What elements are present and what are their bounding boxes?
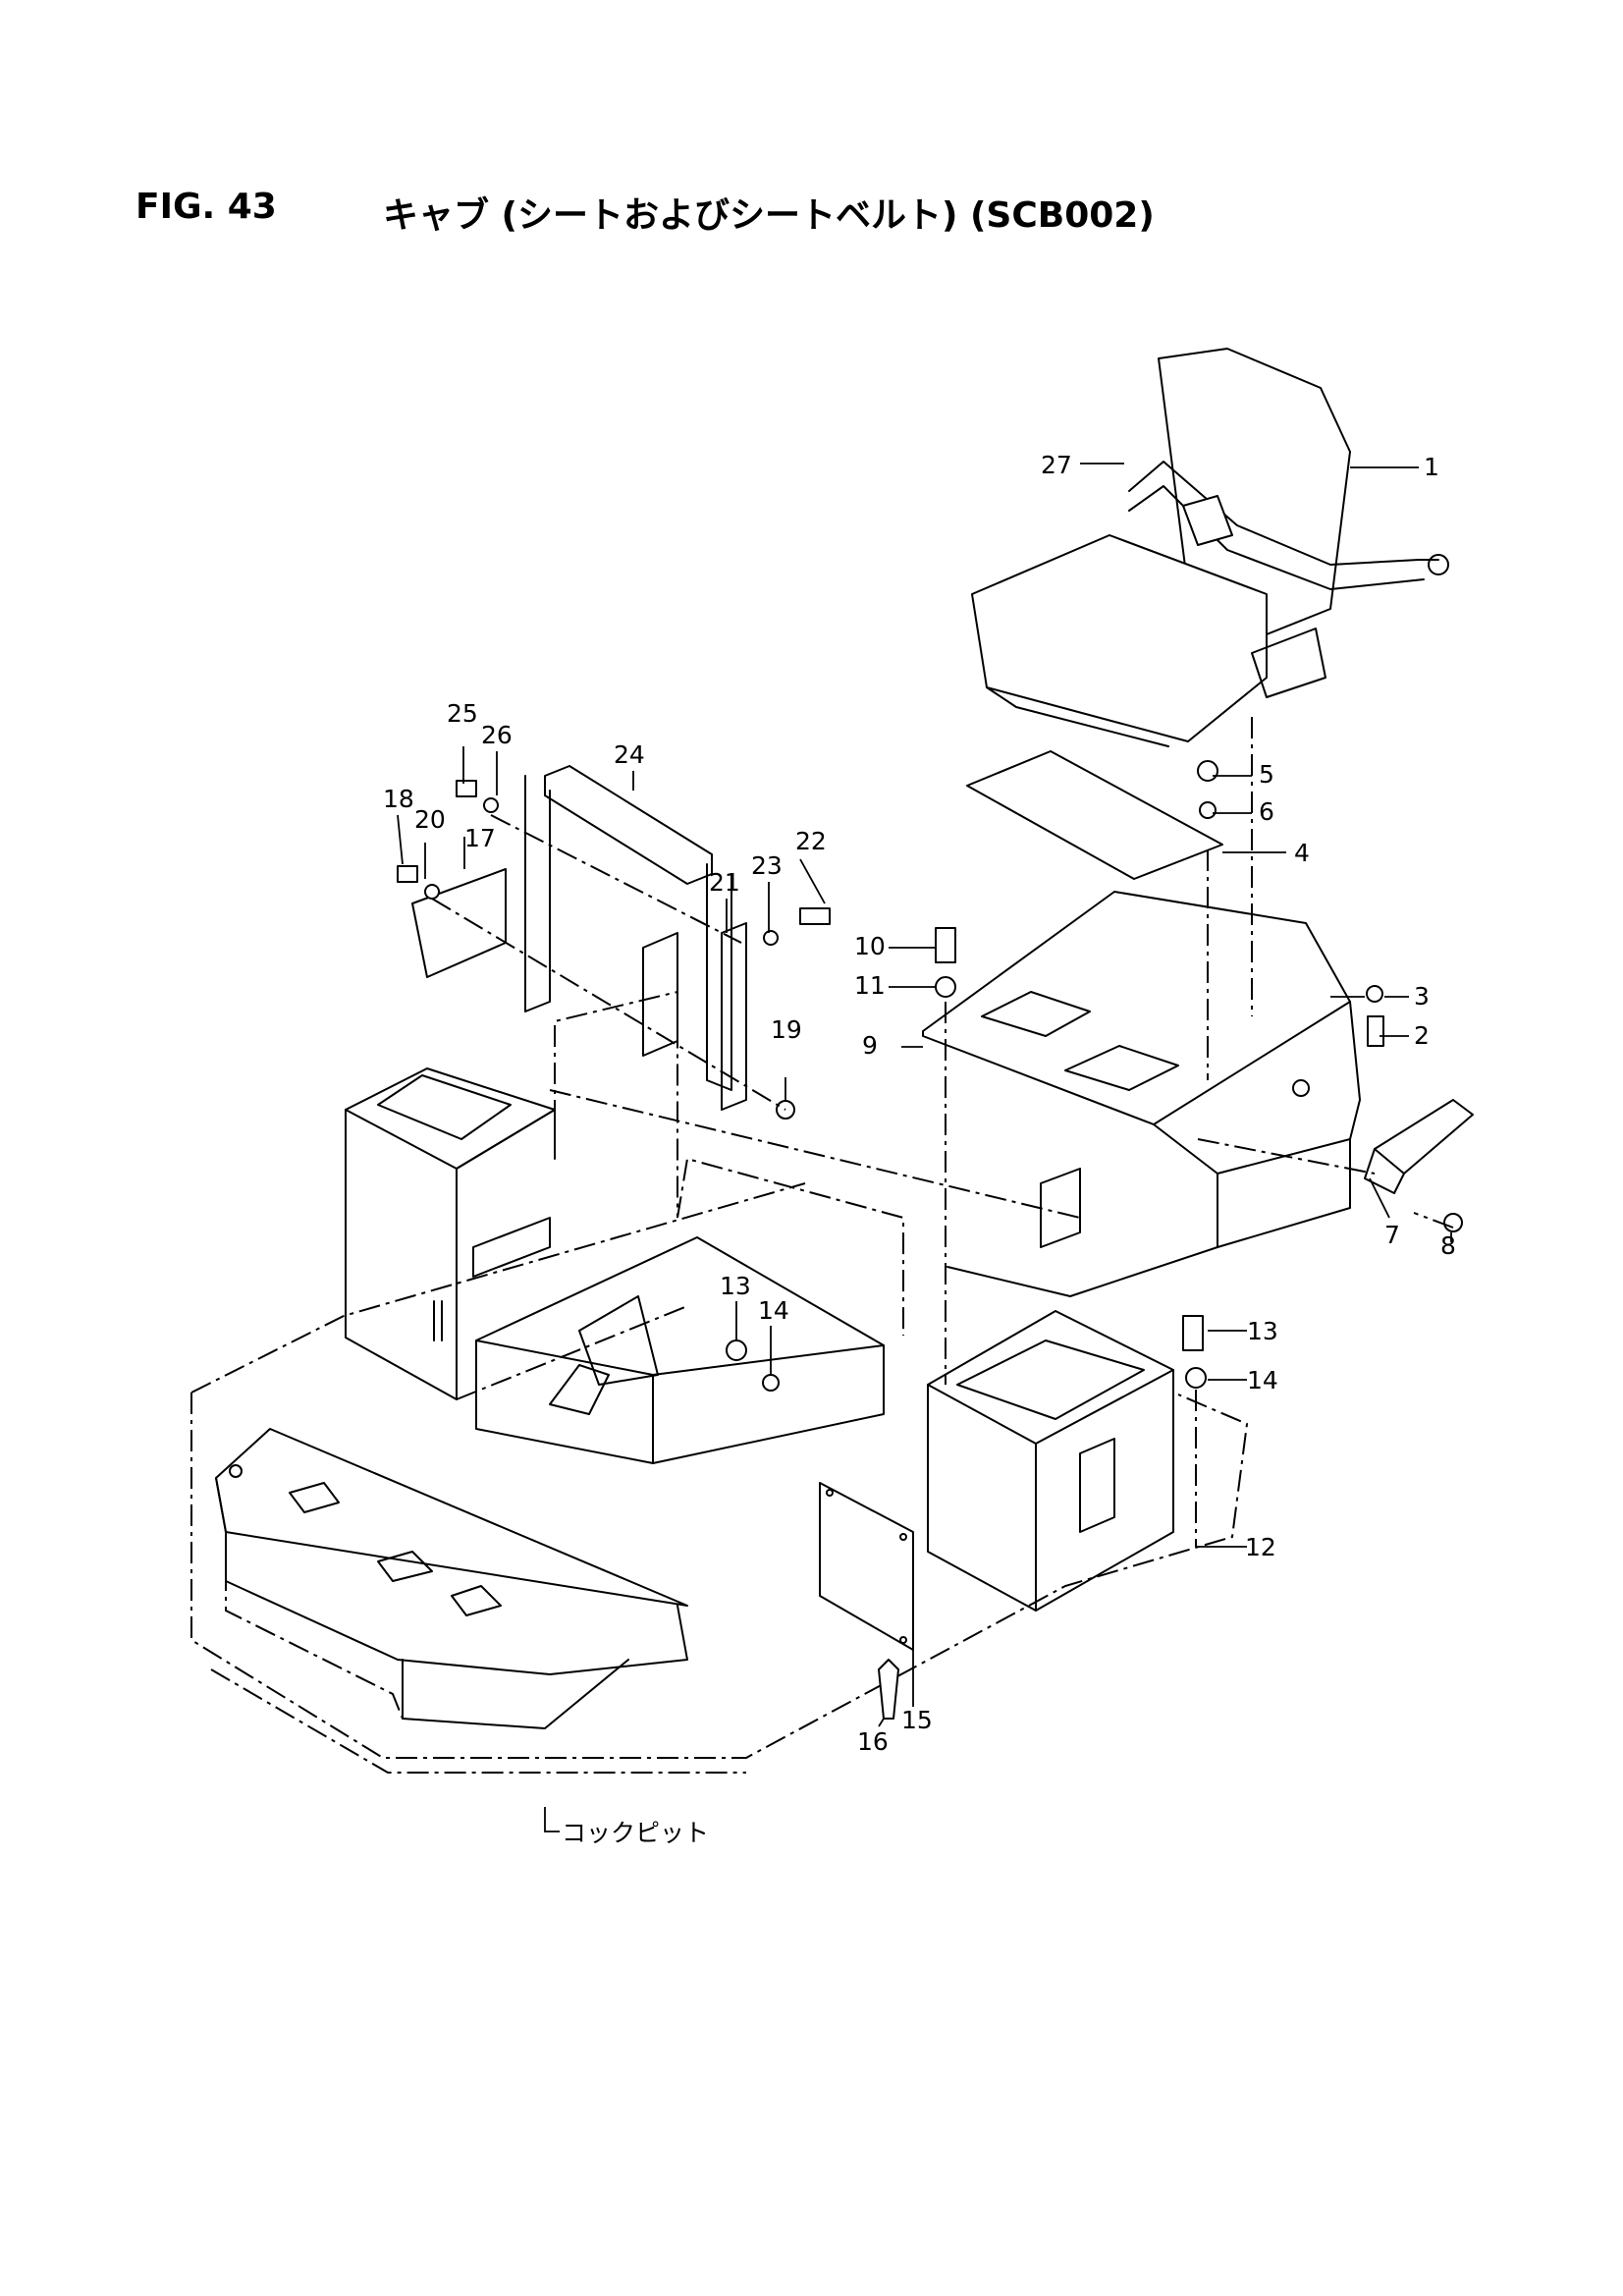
cockpit-front-panel: [215, 1428, 688, 1729]
callout-9: 9: [862, 1031, 878, 1060]
callout-numbers: 1 27 5 6 4 3 2 10 11 9 7 8 13 14 12 13 1…: [383, 451, 1456, 1756]
callout-14-center: 14: [758, 1296, 789, 1325]
bracket-plate: [411, 868, 507, 978]
rear-tray: [475, 1157, 904, 1464]
cockpit-reference-label: コックピット: [562, 1819, 709, 1847]
callout-24: 24: [614, 740, 645, 769]
seat-plate: [966, 750, 1223, 880]
alignment-lines: [431, 717, 1454, 1547]
fasteners: [397, 760, 1463, 1720]
figure-number: FIG. 43: [135, 187, 277, 227]
callout-25: 25: [447, 699, 478, 728]
callout-13-right: 13: [1247, 1317, 1278, 1345]
callout-2: 2: [1414, 1021, 1430, 1050]
seat-back-frame: [524, 765, 732, 1091]
callout-12: 12: [1245, 1533, 1276, 1561]
callout-19: 19: [771, 1015, 802, 1044]
callout-14-right: 14: [1247, 1366, 1278, 1394]
leader-lines: [397, 463, 1452, 1832]
callout-18: 18: [383, 785, 414, 813]
callout-1: 1: [1424, 453, 1439, 481]
callout-20: 20: [414, 805, 446, 834]
callout-17: 17: [464, 824, 496, 852]
side-plate: [642, 922, 747, 1111]
callout-5: 5: [1259, 760, 1274, 789]
callout-23: 23: [751, 851, 783, 880]
callout-13-center: 13: [720, 1272, 751, 1300]
callout-22: 22: [795, 827, 827, 855]
callout-3: 3: [1414, 982, 1430, 1011]
callout-27: 27: [1041, 451, 1072, 479]
battery-box: [345, 990, 688, 1400]
operator-seat: [971, 348, 1449, 747]
callout-21: 21: [709, 868, 740, 897]
cockpit-floor-outline: [190, 1089, 1249, 1774]
callout-16: 16: [857, 1727, 889, 1756]
callout-7: 7: [1384, 1221, 1400, 1249]
grab-handle: [1364, 1099, 1474, 1194]
seat-mount-box: [922, 891, 1361, 1297]
callout-26: 26: [481, 721, 513, 749]
callout-11: 11: [854, 971, 886, 1000]
callout-6: 6: [1259, 797, 1274, 826]
callout-4: 4: [1294, 839, 1310, 867]
callout-8: 8: [1440, 1231, 1456, 1260]
figure-title: キャブ (シートおよびシートベルト) (SCB002): [383, 195, 1155, 236]
cover-plate-15: [819, 1482, 914, 1651]
callout-15: 15: [901, 1706, 933, 1734]
seat-stand-frame: [927, 1310, 1174, 1612]
callout-10: 10: [854, 932, 886, 960]
